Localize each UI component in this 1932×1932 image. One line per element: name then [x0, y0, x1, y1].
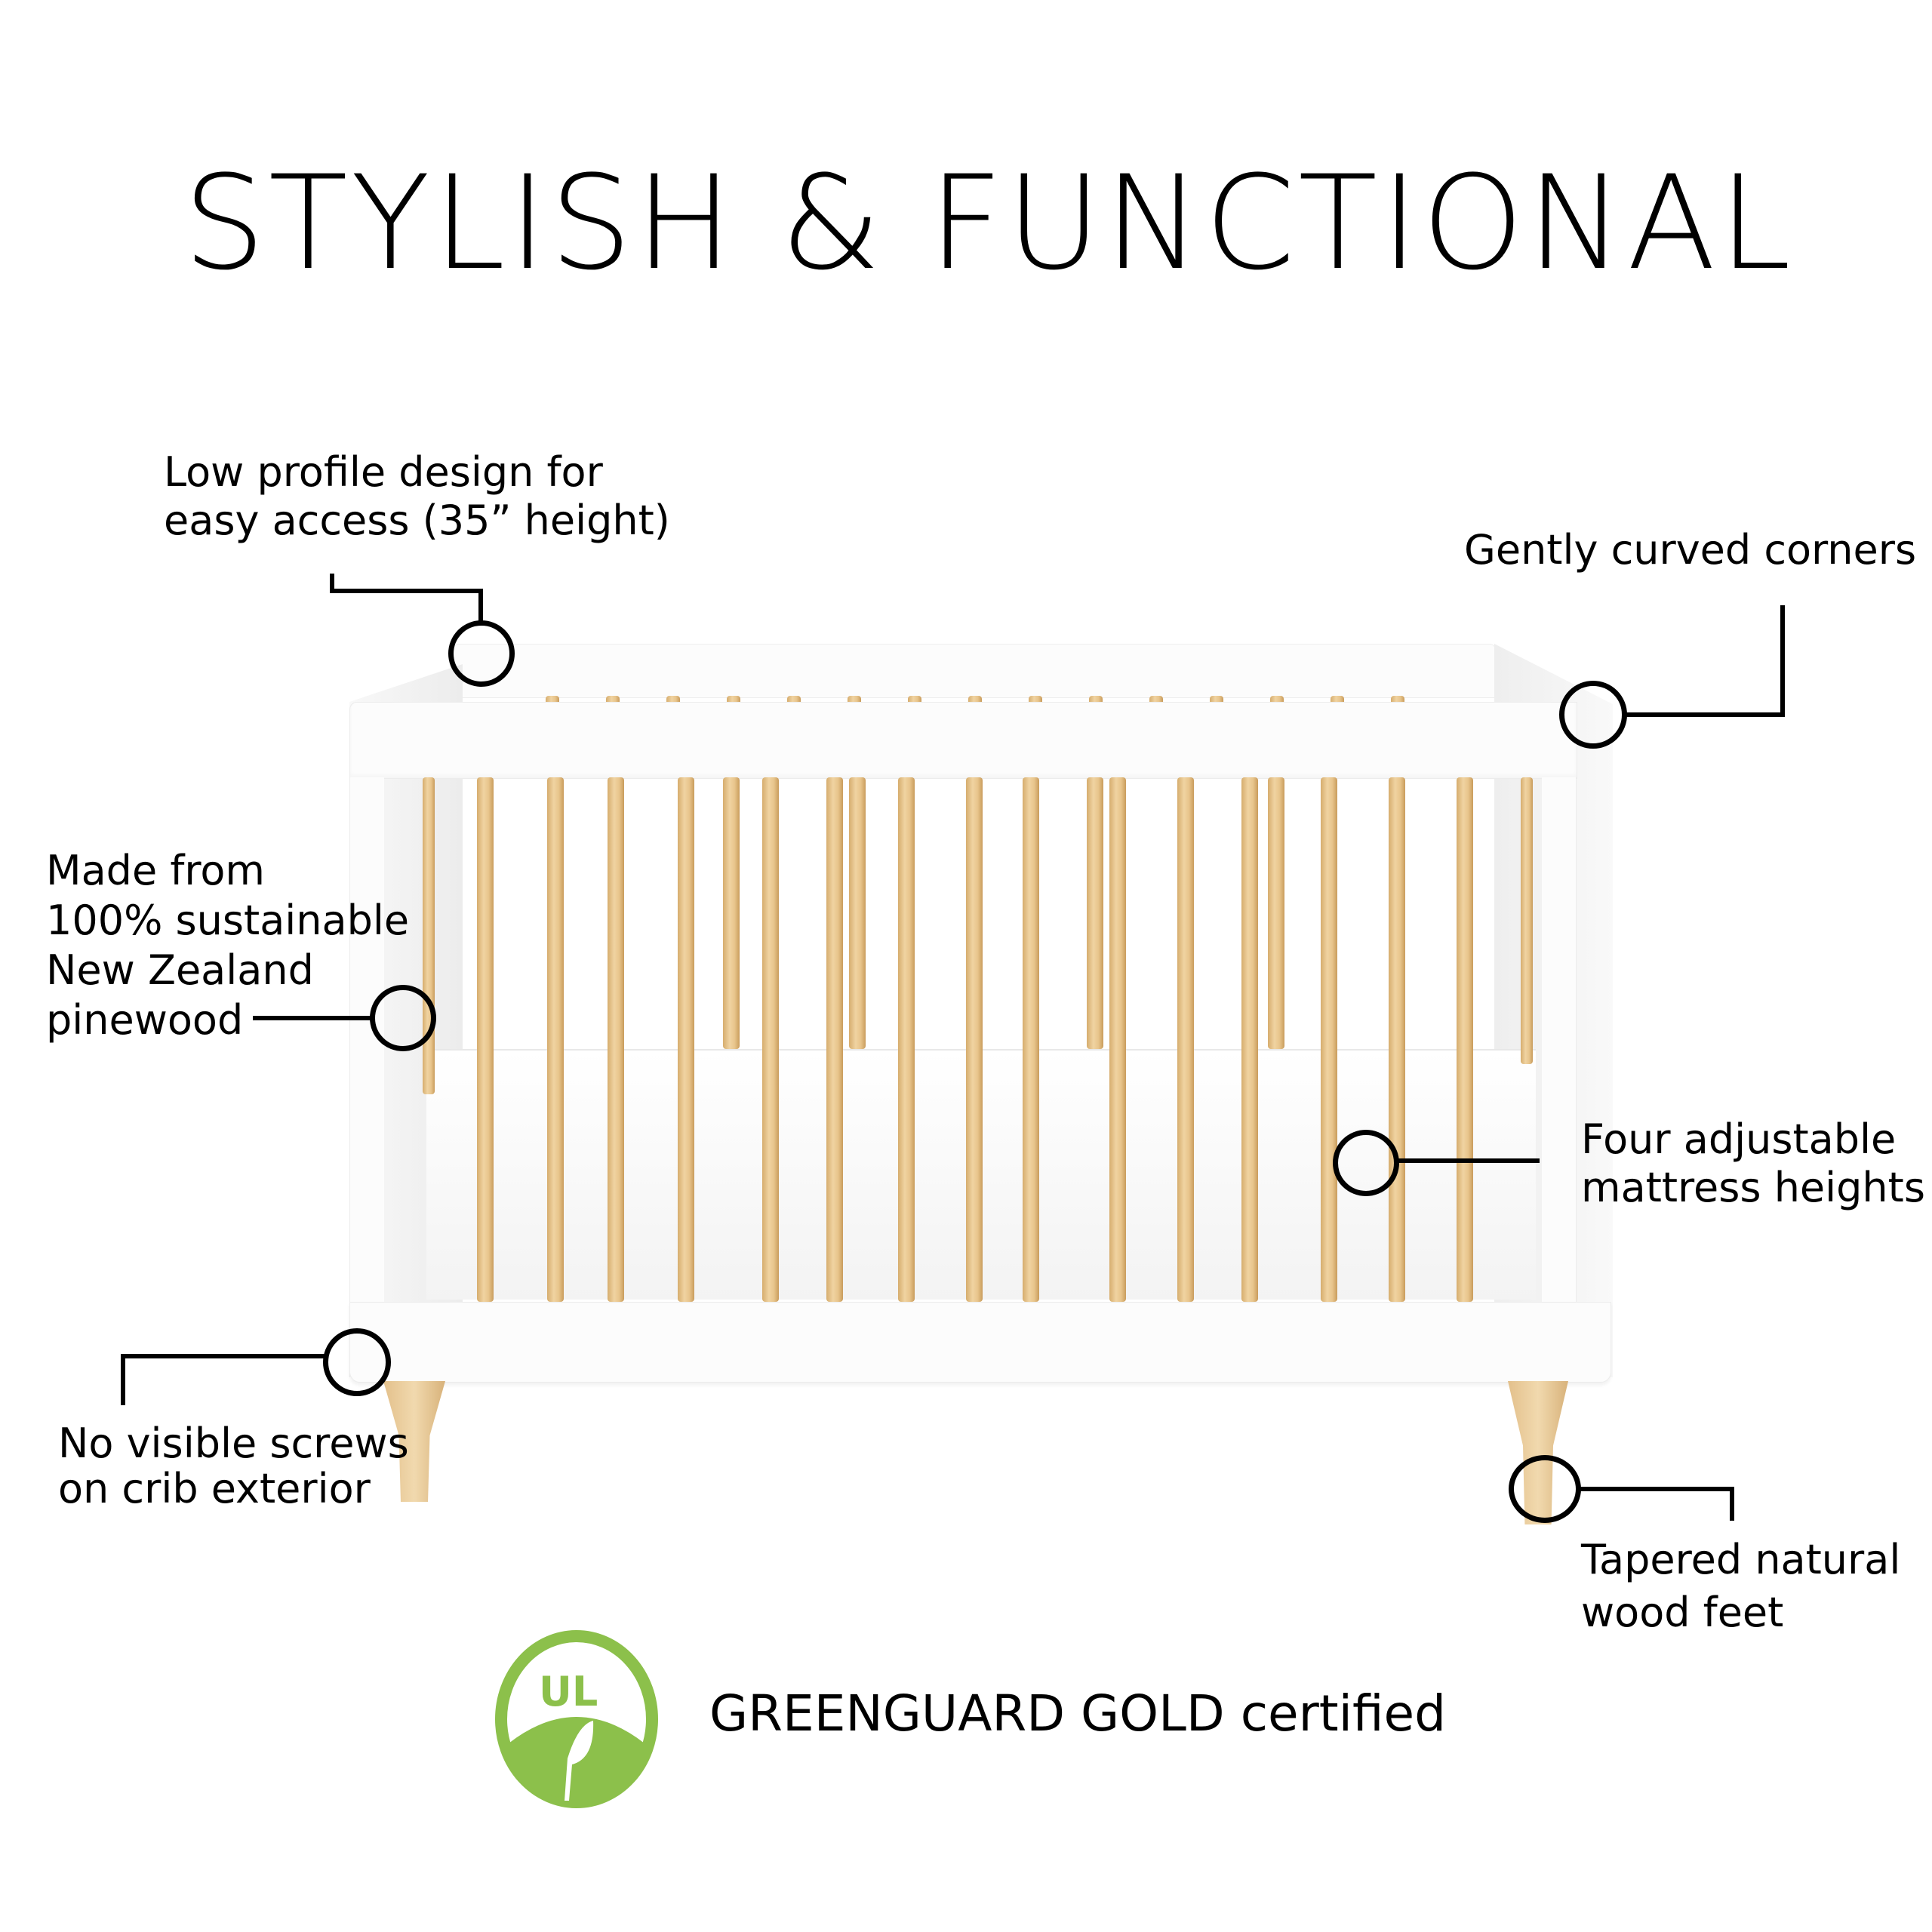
callout-no-screws: No visible screws on crib exterior — [58, 1420, 409, 1512]
greenguard-label: GREENGUARD GOLD certified — [709, 1684, 1447, 1743]
callout-ring — [1509, 1455, 1581, 1523]
callout-line — [1398, 1158, 1540, 1163]
callout-line — [1579, 1487, 1734, 1491]
crib-front-slats — [423, 777, 1540, 1302]
callout-ring — [1333, 1130, 1399, 1196]
callout-line — [121, 1354, 325, 1358]
callout-tapered-feet: Tapered natural wood feet — [1581, 1536, 1901, 1636]
callout-low-profile: Low profile design for easy access (35” … — [164, 448, 670, 544]
callout-ring — [1559, 681, 1627, 749]
callout-line — [253, 1016, 374, 1020]
callout-curved-corners: Gently curved corners — [1464, 526, 1917, 574]
svg-text:UL: UL — [539, 1668, 598, 1715]
callout-line — [1780, 605, 1785, 717]
callout-ring — [448, 620, 515, 687]
callout-line — [478, 589, 483, 623]
page-title: STYLISH & FUNCTIONAL — [183, 147, 1795, 299]
callout-line — [330, 589, 481, 593]
callout-ring — [323, 1328, 391, 1396]
crib-front-bottom-rail — [349, 1302, 1611, 1383]
ul-greenguard-logo: UL — [495, 1630, 658, 1808]
crib-front-left-post — [349, 777, 384, 1377]
callout-ring — [370, 985, 436, 1051]
crib-back-rail — [453, 644, 1496, 698]
callout-line — [330, 574, 334, 593]
callout-line — [1730, 1487, 1734, 1521]
crib-front-top-rail — [349, 702, 1577, 779]
crib-front-right-post — [1542, 777, 1577, 1377]
callout-mattress-heights: Four adjustable mattress heights — [1581, 1115, 1925, 1211]
callout-pinewood: Made from 100% sustainable New Zealand p… — [46, 847, 410, 1044]
callout-line — [121, 1354, 125, 1405]
leaf-icon: UL — [495, 1630, 658, 1808]
callout-line — [1624, 712, 1785, 717]
